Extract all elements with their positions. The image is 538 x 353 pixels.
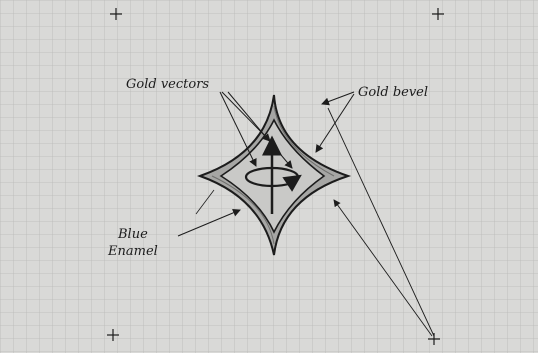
label-gold-bevel: Gold bevel (358, 85, 428, 100)
label-blue-enamel-line2: Enamel (107, 244, 158, 259)
label-blue-enamel-line1: Blue (117, 227, 148, 242)
label-gold-vectors: Gold vectors (126, 77, 209, 92)
